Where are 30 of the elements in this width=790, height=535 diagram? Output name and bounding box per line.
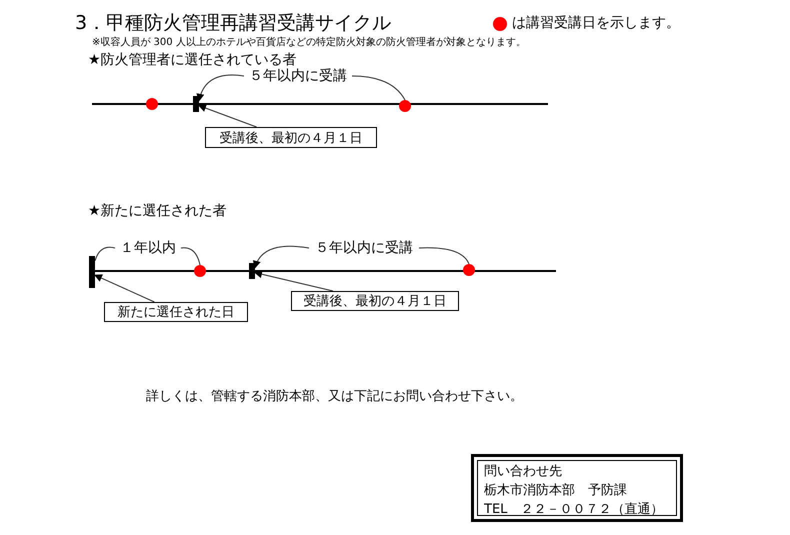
arrow [253,246,310,269]
connector-line [418,247,470,264]
contact-box [471,454,683,522]
interval-label: １年以内 [115,239,181,257]
event-dot [194,265,206,277]
callout-box: 受講後、最初の４月１日 [205,127,377,148]
callout-box: 受講後、最初の４月１日 [291,291,459,311]
contact-text: TEL ２２－００７２（直通） [484,501,664,519]
event-dot [146,98,158,110]
connector-line [180,247,200,266]
arrow [198,104,258,128]
section-heading: ★防火管理者に選任されている者 [88,51,297,68]
event-dot [463,264,475,276]
contact-text: 問い合わせ先 [484,463,563,481]
tick-mark [89,256,95,288]
callout-box: 新たに選任された日 [104,302,248,322]
tick-mark [193,96,199,112]
connector-line [94,246,116,262]
event-dot [399,100,411,112]
arrow [94,274,155,302]
note-text: ※収容人員が 300 人以上のホテルや百貨店などの特定防火対象の防火管理者が対象となります。 [92,36,526,49]
contact-text: 栃木市消防本部 予防課 [484,482,628,500]
section-heading: ★新たに選任された者 [88,202,227,220]
connector-line [352,76,406,100]
arrow [254,270,334,292]
tick-mark [249,263,255,279]
title: 3．甲種防火管理再講習受講サイクル [75,11,392,36]
info-text: 詳しくは、管轄する消防本部、又は下記にお問い合わせ下さい。 [146,388,523,405]
legend-text: は講習受講日を示します。 [512,14,680,32]
arrow [196,74,244,102]
